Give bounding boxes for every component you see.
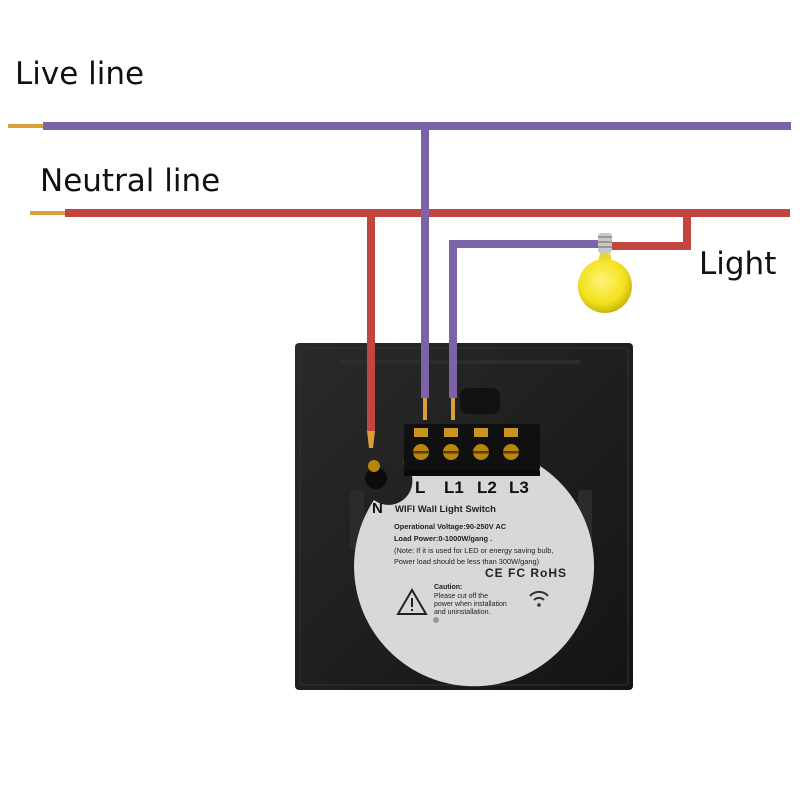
wifi-icon [529, 590, 549, 607]
terminal-block [365, 424, 540, 489]
plate-title: WIFI Wall Light Switch [395, 504, 496, 515]
spec-voltage: Operational Voltage:90-250V AC [394, 522, 507, 531]
caution-line-2: power when installation [434, 601, 507, 608]
spec-note-1: (Note: If it is used for LED or energy s… [394, 546, 554, 555]
terminal-label-l2: L2 [477, 478, 497, 497]
terminal-label-l3: L3 [509, 478, 529, 497]
label-plate [354, 462, 595, 687]
terminal-label-l1: L1 [444, 478, 464, 497]
neutral-line-label: Neutral line [40, 163, 221, 199]
spec-load: Load Power:0-1000W/gang . [394, 534, 493, 543]
caution-line-3: and uninstallation. [434, 609, 491, 616]
terminal-label-n: N [372, 500, 383, 517]
terminal-screws [413, 428, 519, 460]
certification-marks: CE FC RoHS [485, 566, 567, 580]
spec-note-2: Power load should be less than 300W/gang… [394, 557, 540, 566]
terminal-label-l: L [415, 478, 426, 497]
warning-triangle-icon [396, 588, 428, 615]
live-line-label: Live line [15, 56, 145, 92]
live-wire [8, 122, 791, 420]
light-label: Light [699, 246, 777, 282]
light-bulb-icon [578, 233, 632, 313]
caution-title: Caution: [434, 584, 463, 591]
caution-line-1: Please cut off the [434, 593, 488, 600]
neutral-terminal [365, 467, 387, 489]
